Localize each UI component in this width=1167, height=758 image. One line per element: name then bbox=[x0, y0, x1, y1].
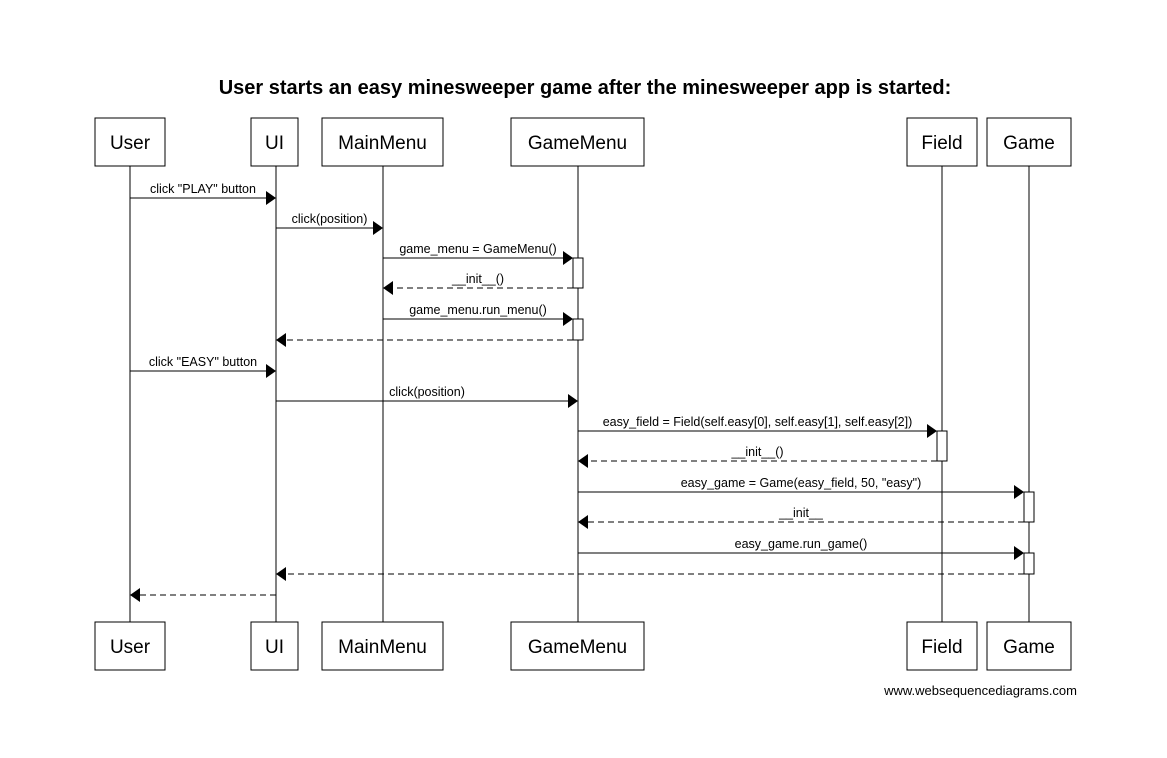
activation-bar-gamemenu bbox=[572, 257, 584, 289]
participant-mainmenu-top: MainMenu bbox=[321, 117, 444, 167]
message-arrowhead bbox=[578, 454, 588, 468]
participant-box bbox=[250, 117, 299, 167]
message-9: easy_field = Field(self.easy[0], self.ea… bbox=[578, 415, 937, 438]
participant-box bbox=[906, 621, 978, 671]
participant-boxes-bottom: User UI MainMenu GameMenu Field Game bbox=[94, 621, 1072, 671]
activation-bars bbox=[572, 257, 1035, 575]
participant-label: User bbox=[110, 133, 151, 154]
message-arrowhead bbox=[130, 588, 140, 602]
message-arrowhead bbox=[578, 515, 588, 529]
participant-label: MainMenu bbox=[338, 637, 427, 658]
participant-box bbox=[510, 117, 645, 167]
participant-box bbox=[986, 621, 1072, 671]
message-label: click(position) bbox=[292, 212, 368, 226]
message-arrowhead bbox=[1014, 485, 1024, 499]
message-arrowhead bbox=[927, 424, 937, 438]
participant-label: Field bbox=[921, 637, 962, 658]
return-message-14 bbox=[276, 567, 1024, 581]
participant-field-top: Field bbox=[906, 117, 978, 167]
message-label: __init__() bbox=[451, 272, 504, 286]
participant-field-bottom: Field bbox=[906, 621, 978, 671]
message-arrowhead bbox=[276, 567, 286, 581]
participant-box bbox=[94, 621, 166, 671]
participant-game-bottom: Game bbox=[986, 621, 1072, 671]
message-arrowhead bbox=[373, 221, 383, 235]
message-label: game_menu = GameMenu() bbox=[399, 242, 556, 256]
message-arrowhead bbox=[568, 394, 578, 408]
message-label: __init__ bbox=[778, 506, 824, 520]
message-8: click(position) bbox=[276, 385, 578, 408]
participant-ui-bottom: UI bbox=[250, 621, 299, 671]
activation-bar-game bbox=[1023, 552, 1035, 575]
return-message-15 bbox=[130, 588, 276, 602]
participant-label: GameMenu bbox=[528, 637, 627, 658]
message-1: click "PLAY" button bbox=[130, 182, 276, 205]
message-label: easy_field = Field(self.easy[0], self.ea… bbox=[603, 415, 913, 429]
message-7: click "EASY" button bbox=[130, 355, 276, 378]
activation-bar-game bbox=[1023, 491, 1035, 523]
participant-gamemenu-bottom: GameMenu bbox=[510, 621, 645, 671]
message-arrowhead bbox=[383, 281, 393, 295]
message-label: game_menu.run_menu() bbox=[409, 303, 547, 317]
message-label: easy_game.run_game() bbox=[735, 537, 868, 551]
message-11: easy_game = Game(easy_field, 50, "easy") bbox=[578, 476, 1024, 499]
return-message-4: __init__() bbox=[383, 272, 573, 295]
message-label: easy_game = Game(easy_field, 50, "easy") bbox=[681, 476, 922, 490]
message-arrowhead bbox=[563, 251, 573, 265]
participant-game-top: Game bbox=[986, 117, 1072, 167]
participant-label: User bbox=[110, 637, 151, 658]
activation-bar-field bbox=[936, 430, 948, 462]
return-message-10: __init__() bbox=[578, 445, 937, 468]
participant-mainmenu-bottom: MainMenu bbox=[321, 621, 444, 671]
lifelines bbox=[129, 166, 1030, 622]
message-3: game_menu = GameMenu() bbox=[383, 242, 573, 265]
participant-user-top: User bbox=[94, 117, 166, 167]
participant-label: Field bbox=[921, 133, 962, 154]
return-message-12: __init__ bbox=[578, 506, 1024, 529]
participant-gamemenu-top: GameMenu bbox=[510, 117, 645, 167]
participant-box bbox=[510, 621, 645, 671]
participant-label: MainMenu bbox=[338, 133, 427, 154]
participant-ui-top: UI bbox=[250, 117, 299, 167]
participant-label: Game bbox=[1003, 637, 1055, 658]
message-arrowhead bbox=[266, 364, 276, 378]
participant-box bbox=[250, 621, 299, 671]
participant-box bbox=[906, 117, 978, 167]
participant-box bbox=[94, 117, 166, 167]
return-message-6 bbox=[276, 333, 573, 347]
message-arrowhead bbox=[266, 191, 276, 205]
messages: click "PLAY" button click(position) game_m… bbox=[130, 182, 1024, 602]
message-5: game_menu.run_menu() bbox=[383, 303, 573, 326]
message-13: easy_game.run_game() bbox=[578, 537, 1024, 560]
message-arrowhead bbox=[1014, 546, 1024, 560]
message-label: click "PLAY" button bbox=[150, 182, 256, 196]
diagram-title: User starts an easy minesweeper game aft… bbox=[219, 77, 952, 99]
participant-box bbox=[321, 621, 444, 671]
participant-label: UI bbox=[265, 637, 284, 658]
message-arrowhead bbox=[563, 312, 573, 326]
watermark-text: www.websequencediagrams.com bbox=[883, 683, 1077, 698]
participant-label: Game bbox=[1003, 133, 1055, 154]
message-label: __init__() bbox=[730, 445, 783, 459]
participant-box bbox=[321, 117, 444, 167]
participant-label: UI bbox=[265, 133, 284, 154]
message-label: click "EASY" button bbox=[149, 355, 257, 369]
message-label: click(position) bbox=[389, 385, 465, 399]
activation-bar-gamemenu bbox=[572, 318, 584, 341]
message-2: click(position) bbox=[276, 212, 383, 235]
participant-box bbox=[986, 117, 1072, 167]
message-arrowhead bbox=[276, 333, 286, 347]
participant-label: GameMenu bbox=[528, 133, 627, 154]
participant-boxes-top: User UI MainMenu GameMenu Field Game bbox=[94, 117, 1072, 167]
participant-user-bottom: User bbox=[94, 621, 166, 671]
